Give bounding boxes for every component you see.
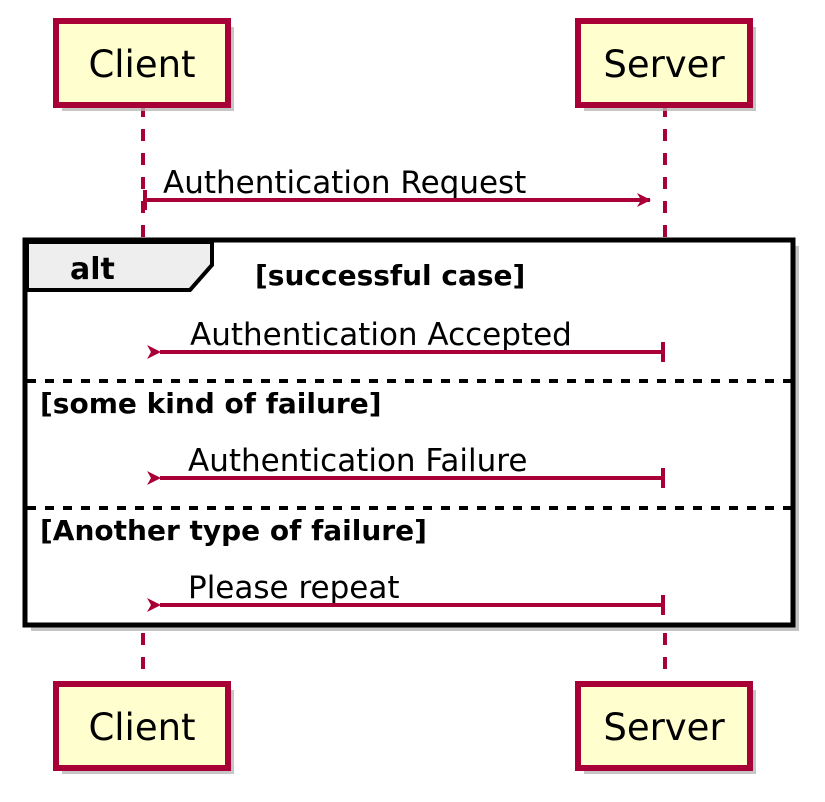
message-please-repeat-label: Please repeat	[188, 570, 400, 606]
message-auth-request-label: Authentication Request	[163, 165, 526, 201]
message-auth-failure[interactable]: Authentication Failure	[147, 443, 665, 488]
participant-box-client-bottom[interactable]: Client	[53, 681, 234, 774]
alt-group-body	[22, 237, 796, 628]
participant-client-bottom-label: Client	[88, 706, 195, 749]
participant-client-top-label: Client	[88, 43, 195, 86]
alt-condition-successful: [successful case]	[255, 259, 525, 292]
alt-condition-another-failure: [Another type of failure]	[40, 514, 427, 547]
participant-server-bottom-label: Server	[603, 706, 725, 749]
participant-server-top-label: Server	[603, 43, 725, 86]
participant-box-server-bottom[interactable]: Server	[575, 681, 756, 774]
participant-server-top-rect	[575, 18, 753, 108]
message-please-repeat[interactable]: Please repeat	[147, 570, 665, 615]
message-auth-accepted-label: Authentication Accepted	[190, 317, 572, 353]
alt-group-header-tab	[25, 240, 214, 292]
alt-condition-some-failure: [some kind of failure]	[40, 387, 382, 420]
alt-keyword-label: alt	[70, 252, 115, 287]
participant-client-bottom-rect	[53, 681, 231, 771]
message-auth-failure-label: Authentication Failure	[188, 443, 527, 479]
message-auth-accepted[interactable]: Authentication Accepted	[147, 317, 665, 362]
participant-box-server-top[interactable]: Server	[575, 18, 756, 111]
alt-group-frame[interactable]: alt [successful case] [some kind of fail…	[22, 237, 799, 631]
participant-box-client-top[interactable]: Client	[53, 18, 234, 111]
message-auth-request[interactable]: Authentication Request	[143, 165, 651, 210]
participant-client-top-rect	[53, 18, 231, 108]
participant-server-bottom-rect	[575, 681, 753, 771]
